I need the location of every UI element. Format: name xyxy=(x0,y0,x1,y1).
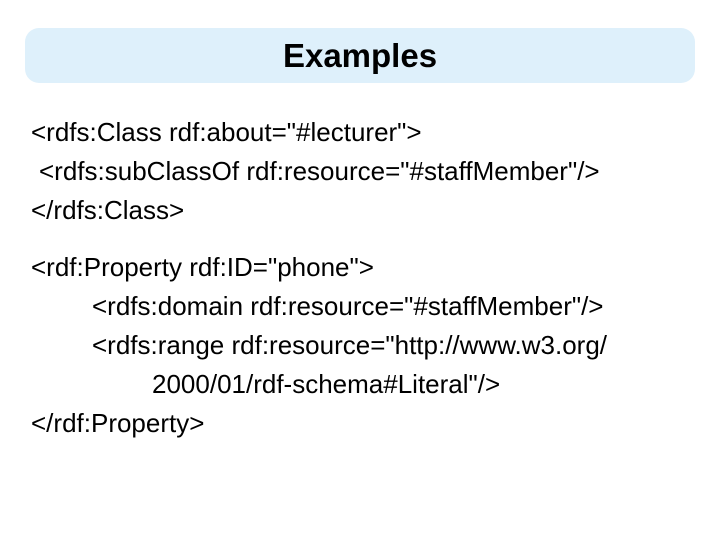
code-line: <rdfs:Class rdf:about="#lecturer"> xyxy=(31,117,422,147)
code-line: 2000/01/rdf-schema#Literal"/> xyxy=(152,369,501,399)
code-line: <rdf:Property rdf:ID="phone"> xyxy=(31,252,374,282)
code-line: <rdfs:subClassOf rdf:resource="#staffMem… xyxy=(39,156,600,186)
code-block-rdf-property: <rdf:Property rdf:ID="phone"> <rdfs:doma… xyxy=(0,248,720,443)
code-line: <rdfs:domain rdf:resource="#staffMember"… xyxy=(92,291,604,321)
code-line: </rdfs:Class> xyxy=(31,195,185,225)
slide-title: Examples xyxy=(282,36,438,74)
code-line: </rdf:Property> xyxy=(31,408,205,438)
code-line: <rdfs:range rdf:resource="http://www.w3.… xyxy=(92,330,608,360)
code-block-rdfs-class: <rdfs:Class rdf:about="#lecturer"> <rdfs… xyxy=(0,113,720,230)
title-banner: Examples xyxy=(25,28,695,83)
